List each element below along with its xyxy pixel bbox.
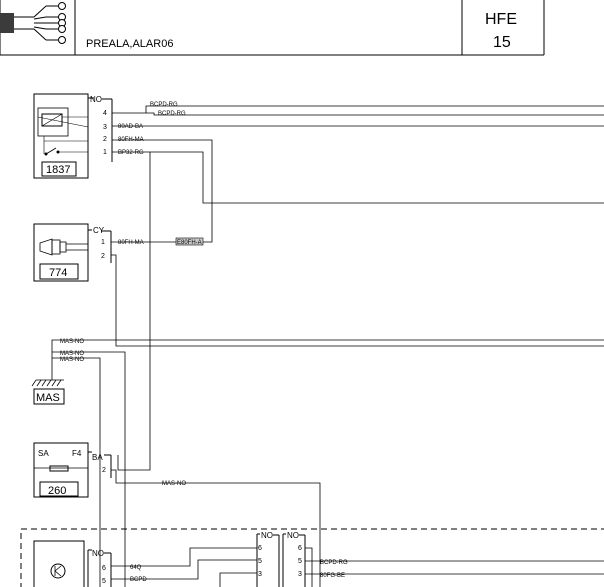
wire-label: 80FG-BE [320,573,345,579]
wire-label: 80FH-MA [118,240,144,246]
wires-1837 [112,105,604,471]
component-id: MAS [36,392,60,404]
connector-label: NO [92,549,104,558]
relay-coil-icon [41,113,63,127]
fuse-label-left: SA [38,449,49,458]
wire-label: MAS-NO [162,481,186,487]
ground-mas: MAS MAS-NO MAS-NO MAS-NO [31,339,604,587]
wire-label: BP32-RG [118,150,144,156]
page-number: 15 [493,34,511,51]
wires-774 [111,241,604,347]
pin-label: 6 [258,545,262,552]
connector-label: NO [261,531,273,540]
wire-label: BCPD-RG [150,102,178,108]
component-id: 774 [49,267,67,279]
component-260: SA F4 260 BA 2 [33,442,112,498]
sensor-icon [50,563,66,579]
page-title: PREALA,ALAR06 [86,38,173,50]
connector-label: CY [93,226,105,235]
pin-label: 6 [298,545,302,552]
component-1837: 1837 NO 4 3 2 1 [33,93,113,179]
wire-label: MAS-NO [60,351,84,357]
component-id: 1837 [46,164,70,176]
splice-label: E80FH-A [177,240,202,246]
component-id: 260 [48,485,66,497]
pin-label: 1 [103,149,107,156]
pin-label: 3 [258,571,262,578]
pin-label: 3 [298,571,302,578]
component-774: 774 CY 1 2 [33,223,112,282]
ground-icon [31,379,64,387]
switch-contact-icon [45,147,57,155]
wire-label: 80AD-BA [118,124,143,130]
pin-label: 5 [102,578,106,585]
pin-label: 2 [102,467,106,474]
connector-label: NO [90,95,102,104]
wire-label: BCPD [130,577,147,583]
wire-label: BCPD-RG [320,560,348,566]
wire-label: BCPD-RG [158,111,186,117]
bottom-section: NO 6 5 64Q BCPD NO 6 5 3 NO 6 5 3 [20,528,604,587]
pin-label: 4 [103,110,107,117]
fuse-icon [49,465,69,472]
pin-label: 3 [103,124,107,131]
pin-label: 2 [101,253,105,260]
wire-label: MAS-NO [60,357,84,363]
pin-label: 6 [102,565,106,572]
wire-label: 64Q [130,565,142,571]
horn-icon [39,238,88,256]
fuse-label-right: F4 [72,449,82,458]
wire-label: 80FH-MA [118,137,144,143]
title-block [0,0,545,56]
pin-label: 1 [101,239,105,246]
pin-label: 5 [298,558,302,565]
pin-label: 2 [103,136,107,143]
splice-box [175,237,204,246]
connector-label: BA [92,453,103,462]
hfe-code: HFE [485,11,517,28]
connector-label: NO [287,531,299,540]
wires-260 [111,469,321,587]
pin-label: 5 [258,558,262,565]
wire-label: MAS-NO [60,339,84,345]
connector-logo-icon [0,2,66,44]
